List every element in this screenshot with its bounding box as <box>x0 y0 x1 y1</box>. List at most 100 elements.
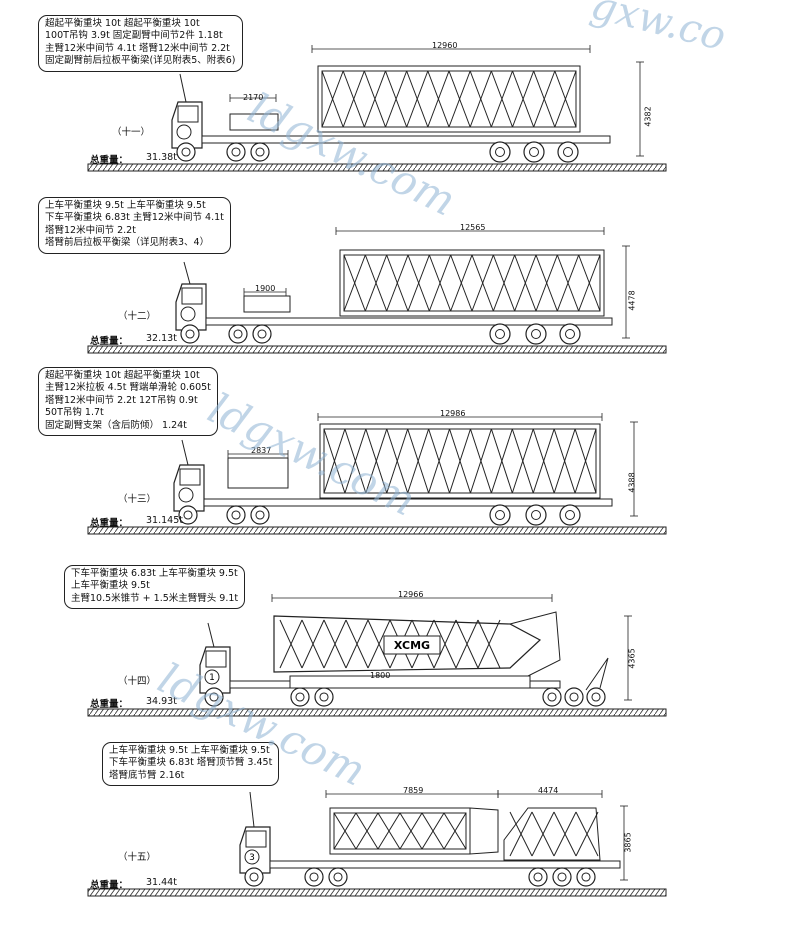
wheel <box>525 504 547 526</box>
cab-window <box>245 830 267 848</box>
boom-truss <box>339 249 605 317</box>
truss-brace <box>421 812 445 850</box>
trailer-frame <box>289 675 531 689</box>
truss-brace <box>533 70 556 128</box>
wheel <box>576 867 596 887</box>
truss-brace <box>449 428 471 494</box>
wheel-hub <box>185 329 195 339</box>
truss-brace <box>301 619 325 669</box>
load-line: 主臂10.5米锥节 + 1.5米主臂臂头 9.1t <box>71 592 239 604</box>
length-dim-14: 12966 <box>398 590 424 599</box>
truss-brace <box>428 428 451 494</box>
total-weight-value-13: 31.145t <box>146 515 183 526</box>
truss-brace <box>433 619 457 669</box>
ground-strip <box>87 888 667 897</box>
wheel-hub <box>533 872 543 882</box>
wheel-hub <box>565 329 575 339</box>
trailer-deck <box>201 135 611 144</box>
wheel-hub <box>181 147 191 157</box>
truss-brace <box>578 254 601 312</box>
wheel <box>228 324 248 344</box>
wheel <box>489 141 511 163</box>
load-line: 固定副臂支架（含后防倾） 1.24t <box>45 419 187 431</box>
wheel <box>559 323 581 345</box>
length-dim-15: 7859 <box>403 786 424 795</box>
load-line: 下车平衡重块 6.83t 塔臂顶节臂 3.45t <box>109 757 273 769</box>
wheel-hub <box>295 692 305 702</box>
length-dim-12: 12565 <box>460 223 486 232</box>
wheel-hub <box>319 692 329 702</box>
boom-logo-plate <box>383 635 441 655</box>
wheel <box>226 142 246 162</box>
short-dim-14: 1800 <box>370 671 391 680</box>
wheel-hub <box>249 872 259 882</box>
callout-leader <box>207 622 215 648</box>
wheel <box>489 504 511 526</box>
truss-brace <box>428 254 452 312</box>
wheel <box>559 504 581 526</box>
cab-window <box>177 105 199 123</box>
truss-brace <box>469 70 492 128</box>
axle-count: 3 <box>249 853 255 863</box>
truss-brace <box>443 812 467 850</box>
wheel <box>557 141 579 163</box>
rear-ramp <box>585 657 609 691</box>
auxiliary-load <box>227 457 289 489</box>
load-line: 塔臂底节臂 2.16t <box>109 769 185 781</box>
ground-strip <box>87 345 667 354</box>
wheel <box>542 687 562 707</box>
axle-count-circle <box>176 124 192 140</box>
truss-brace <box>469 428 492 494</box>
truss-brace <box>471 254 494 312</box>
truss-brace <box>344 428 367 494</box>
total-weight-value-11: 31.38t <box>146 152 177 163</box>
wheel <box>244 867 264 887</box>
load-line: 50T吊钩 1.7t <box>45 407 104 419</box>
load-line: 塔臂12米中间节 2.2t <box>45 224 136 236</box>
height-dim-14: 4365 <box>627 648 637 669</box>
load-line: 塔臂前后拉板平衡梁（详见附表3、4） <box>45 237 210 249</box>
truss-brace <box>385 70 408 128</box>
section-number-15: （十五） <box>118 852 157 863</box>
height-dim-12: 4478 <box>627 290 637 311</box>
xcmg-logo: XCMG <box>394 639 430 652</box>
trailer-deck <box>269 860 621 869</box>
wheel <box>226 505 246 525</box>
short-dim-11: 2170 <box>243 93 264 102</box>
load-list-12: 上车平衡重块 9.5t 上车平衡重块 9.5t 下车平衡重块 6.83t 主臂1… <box>38 197 231 254</box>
truss-brace <box>364 254 388 312</box>
truss-brace <box>553 811 577 857</box>
boom-truss <box>329 807 471 855</box>
wheel-hub <box>231 510 241 520</box>
truss-brace <box>279 619 303 669</box>
truss-brace <box>323 619 347 669</box>
load-line: 下车平衡重块 6.83t 主臂12米中间节 4.1t <box>45 212 224 224</box>
truss-brace <box>512 70 535 128</box>
truss-brace <box>407 428 430 494</box>
wheel-hub <box>255 510 265 520</box>
truss-brace <box>386 254 409 312</box>
truss-brace <box>455 619 479 669</box>
total-weight-value-12: 32.13t <box>146 333 177 344</box>
truss-brace <box>450 254 473 312</box>
short-dim-13: 2837 <box>251 446 272 455</box>
truss-brace <box>365 428 388 494</box>
truss-brace <box>321 70 344 128</box>
truss-inner <box>333 812 467 850</box>
trailer-deck <box>203 498 613 507</box>
total-weight-label-12: 总重量： <box>90 336 129 347</box>
truss-brace <box>407 254 430 312</box>
cab-window <box>181 287 203 305</box>
ground-strip <box>87 708 667 717</box>
wheel-hub <box>495 147 505 157</box>
load-line: 上车平衡重块 9.5t 上车平衡重块 9.5t <box>109 745 270 756</box>
wheel <box>564 687 584 707</box>
section-number-12: （十二） <box>118 311 157 322</box>
total-weight-value-14: 34.93t <box>146 696 177 707</box>
wheel <box>525 323 547 345</box>
load-line: 主臂12米中间节 4.1t 塔臂12米中间节 2.2t <box>45 42 230 54</box>
truss-brace <box>511 428 534 494</box>
total-weight-label-14: 总重量： <box>90 699 129 710</box>
wheel-hub <box>233 329 243 339</box>
